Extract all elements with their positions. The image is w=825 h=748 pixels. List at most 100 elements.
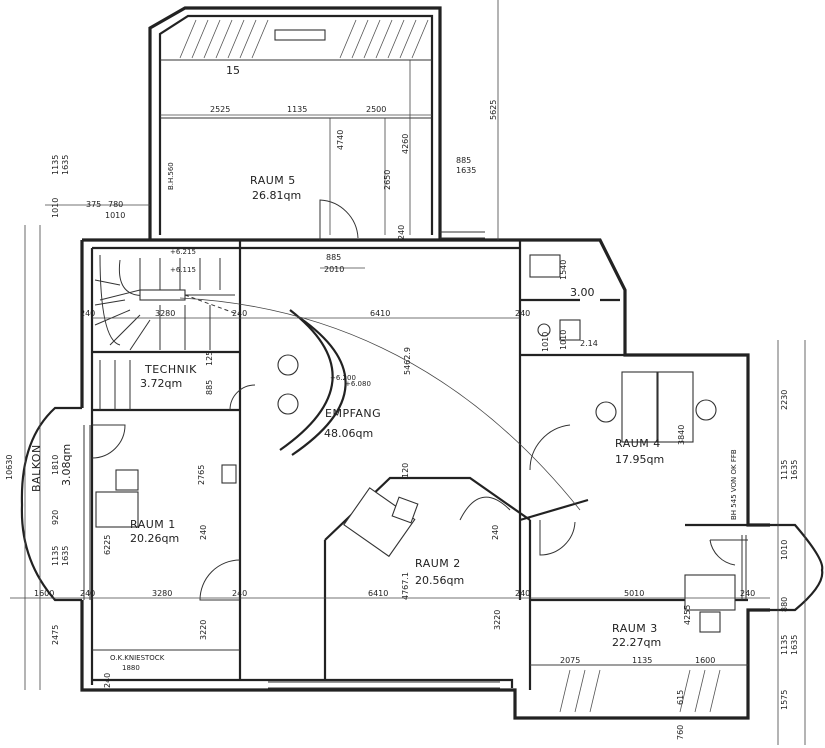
raum4-name: RAUM 4	[615, 437, 661, 450]
dimension-lines	[10, 0, 806, 745]
dim-r-1635c: 1635	[790, 635, 799, 655]
dim-r2-240: 240	[491, 525, 500, 540]
dim-r-2230: 2230	[780, 390, 789, 410]
dim-l-10630: 10630	[5, 455, 14, 480]
bh-note-left: B.H.560	[167, 162, 175, 190]
dim-l-1135: 1135	[51, 155, 60, 175]
dim-l-1010b: 1010	[105, 211, 125, 220]
balkon-left	[20, 406, 82, 602]
dim-1635a: 1635	[456, 166, 476, 175]
dim-l-1135b: 1135	[51, 546, 60, 566]
dim-r4-3840: 3840	[677, 425, 686, 445]
dim-b-240b: 240	[232, 589, 247, 598]
dim-b-6410: 6410	[368, 589, 388, 598]
raum2-area: 20.56qm	[415, 574, 464, 587]
dim-l-1810: 1810	[51, 455, 60, 475]
roof-hatching	[160, 19, 432, 119]
dim-right-5625: 5625	[489, 100, 498, 120]
level-4: +6.080	[345, 380, 371, 388]
wc-small-area: 2.14	[580, 339, 598, 348]
dim-l-920: 920	[51, 510, 60, 525]
raum1-area: 20.26qm	[130, 532, 179, 545]
dim-b-240c: 240	[515, 589, 530, 598]
dim-r-1135: 1135	[780, 460, 789, 480]
dim-l-375: 375	[86, 200, 101, 209]
dim-b-615: 615	[676, 690, 685, 705]
dim-r2-3220: 3220	[493, 610, 502, 630]
dim-top-2525: 2525	[210, 105, 230, 114]
dim-r-1635: 1635	[790, 460, 799, 480]
dim-v-885: 885	[205, 380, 214, 395]
level-1: +6.215	[170, 248, 196, 256]
dim-l-1010: 1010	[51, 198, 60, 218]
dim-r3-2075: 2075	[560, 656, 580, 665]
dim-r3-1135: 1135	[632, 656, 652, 665]
dim-arc-5462: 5462.9	[403, 347, 412, 375]
wc-area: 3.00	[570, 286, 595, 299]
dim-wc-1010: 1010	[541, 332, 550, 352]
dim-mid-240b: 240	[232, 309, 247, 318]
annotations: 15 O.K.KNIESTOCK 1880 BH 545 VON OK FFB …	[110, 64, 738, 672]
doors	[91, 199, 748, 601]
dim-b-760: 760	[676, 725, 685, 740]
empfang-name: EMPFANG	[325, 407, 381, 420]
dim-b-240a: 240	[80, 589, 95, 598]
dim-r-1010: 1010	[780, 540, 789, 560]
dim-b-240e: 240	[103, 673, 112, 688]
level-3: +6.200	[330, 374, 356, 382]
empfang-area: 48.06qm	[324, 427, 373, 440]
raum2-name: RAUM 2	[415, 557, 461, 570]
dim-b-5010: 5010	[624, 589, 644, 598]
balkon-area: 3.08qm	[60, 444, 73, 486]
dimension-text: 2525 1135 2500 4740 4260 2650 5625 885 1…	[5, 100, 799, 740]
dim-r3-1600: 1600	[695, 656, 715, 665]
raum4-area: 17.95qm	[615, 453, 664, 466]
dim-r1-3220: 3220	[199, 620, 208, 640]
dim-l-1635: 1635	[61, 155, 70, 175]
dim-r5-2650: 2650	[383, 170, 392, 190]
dim-r1-6225: 6225	[103, 535, 112, 555]
level-2: +6.115	[170, 266, 196, 274]
dim-wc-1540: 1540	[559, 260, 568, 280]
raum3-area: 22.27qm	[612, 636, 661, 649]
raum5-name: RAUM 5	[250, 174, 296, 187]
dim-wc-1010b: 1010	[559, 330, 568, 350]
dim-top-1135: 1135	[287, 105, 307, 114]
dim-r2-4767: 4767.1	[401, 572, 410, 600]
technik-area: 3.72qm	[140, 377, 182, 390]
dim-b-1600: 1600	[34, 589, 54, 598]
dim-c-2010: 2010	[324, 265, 344, 274]
dim-885a: 885	[456, 156, 471, 165]
bh-note: BH 545 VON OK FFB	[730, 449, 738, 520]
dim-l-780: 780	[108, 200, 123, 209]
dim-mid-240c: 240	[515, 309, 530, 318]
raum3-name: RAUM 3	[612, 622, 658, 635]
dim-l-2475: 2475	[51, 625, 60, 645]
dim-mid-240a: 240	[80, 309, 95, 318]
dim-l-1635b: 1635	[61, 546, 70, 566]
staircase	[94, 254, 241, 410]
balkon-right	[770, 523, 824, 612]
dim-r-1135c: 1135	[780, 635, 789, 655]
dim-r5-4260: 4260	[401, 134, 410, 154]
ok-kniestock-value: 1880	[122, 664, 140, 672]
dim-r-1575: 1575	[780, 690, 789, 710]
ok-kniestock: O.K.KNIESTOCK	[110, 654, 165, 662]
dim-r1-2765: 2765	[197, 465, 206, 485]
furniture	[95, 254, 736, 633]
dim-v-125: 125	[205, 351, 214, 366]
dim-top-2500: 2500	[366, 105, 386, 114]
dim-c-240a: 240	[397, 225, 406, 240]
stair-count: 15	[226, 64, 240, 77]
room-labels: RAUM 5 26.81qm TECHNIK 3.72qm EMPFANG 48…	[30, 174, 664, 649]
dim-mid-6410: 6410	[370, 309, 390, 318]
raum5-area: 26.81qm	[252, 189, 301, 202]
interior-walls	[92, 240, 748, 690]
walls	[80, 6, 770, 720]
reception-desk	[179, 297, 581, 511]
balkon-name: BALKON	[30, 444, 43, 492]
dim-c-885: 885	[326, 253, 341, 262]
dim-b-240d: 240	[740, 589, 755, 598]
